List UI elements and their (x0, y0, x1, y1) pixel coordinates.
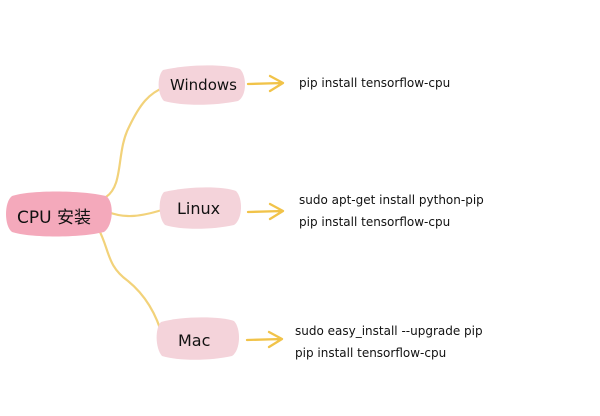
branch-windows-bg (158, 65, 246, 105)
arrow-windows (246, 74, 285, 93)
root-node-label: CPU 安装 (17, 208, 91, 228)
arrow-mac (245, 330, 284, 349)
linux-command-1: sudo apt-get install python-pip (299, 193, 484, 207)
connector-mac (96, 226, 165, 340)
root-node: CPU 安装 (6, 191, 112, 237)
branch-windows: Windows pip install tensorflow-cpu (158, 65, 450, 105)
branch-linux-label: Linux (177, 199, 220, 218)
arrow-linux (246, 202, 285, 221)
connector-linux (106, 208, 164, 218)
linux-command-2: pip install tensorflow-cpu (299, 215, 450, 229)
branch-linux-bg (159, 187, 242, 229)
connector-windows (104, 85, 167, 199)
root-node-bg (6, 191, 112, 237)
branch-linux: Linux sudo apt-get install python-pip pi… (159, 187, 484, 229)
mac-command-1: sudo easy_install --upgrade pip (295, 324, 483, 338)
windows-command-1: pip install tensorflow-cpu (299, 76, 450, 90)
branch-mac-bg (156, 317, 240, 360)
branch-mac: Mac sudo easy_install --upgrade pip pip … (156, 317, 483, 360)
branch-mac-label: Mac (178, 331, 210, 350)
branch-windows-label: Windows (170, 76, 237, 94)
mac-command-2: pip install tensorflow-cpu (295, 346, 446, 360)
